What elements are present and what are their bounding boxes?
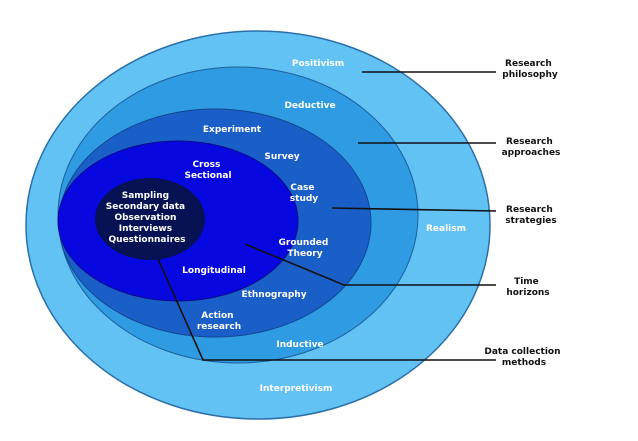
label-grounded-theory: Grounded Theory [279,238,332,259]
label-case-line2: study [290,194,319,204]
callout-line-data-collection [157,258,496,361]
callout-line-time-horizons [244,243,496,286]
label-observation: Observation [114,213,176,223]
label-inductive: Inductive [276,340,323,350]
label-interpretivism: Interpretivism [260,384,333,394]
callout-philosophy-line2: philosophy [502,70,558,80]
label-secondary-data: Secondary data [106,202,185,212]
label-deductive: Deductive [284,101,335,111]
callout-data-line1: Data collection [484,347,560,357]
callout-lines [157,71,497,361]
label-longitudinal: Longitudinal [182,266,246,276]
label-ethnography: Ethnography [241,290,306,300]
callout-research-philosophy: Research philosophy [502,59,558,80]
callout-data-line2: methods [502,358,546,368]
callout-strategies-line1: Research [506,205,553,215]
label-experiment: Experiment [203,125,262,135]
label-cross-sectional: Cross Sectional [184,160,231,181]
callout-time-line1: Time [514,277,539,287]
label-realism: Realism [426,224,466,234]
label-cross-line2: Sectional [184,171,231,181]
callout-approaches-line2: approaches [502,148,561,158]
label-sampling: Sampling [122,191,169,201]
label-data-collection-list: Sampling Secondary data Observation Inte… [106,191,189,245]
callout-research-strategies: Research strategies [505,205,557,226]
label-grounded-line1: Grounded [279,238,329,248]
callout-approaches-line1: Research [506,137,553,147]
label-interviews: Interviews [119,224,172,234]
label-cross-line1: Cross [192,160,220,170]
callout-line-strategies [331,207,497,212]
callout-data-collection-methods: Data collection methods [484,347,563,368]
callout-strategies-line2: strategies [505,216,557,226]
label-action-line2: research [197,322,241,332]
label-action-research: Action research [197,311,241,332]
label-action-line1: Action [201,311,233,321]
callout-time-line2: horizons [506,288,549,298]
label-survey: Survey [264,152,299,162]
callout-philosophy-line1: Research [505,59,552,69]
label-case-study: Case study [290,183,319,204]
callout-research-approaches: Research approaches [502,137,561,158]
label-positivism: Positivism [292,59,344,69]
label-grounded-line2: Theory [287,249,322,259]
callout-time-horizons: Time horizons [506,277,549,298]
label-case-line1: Case [290,183,314,193]
data-collection-core [95,178,205,260]
label-questionnaires: Questionnaires [109,235,186,245]
